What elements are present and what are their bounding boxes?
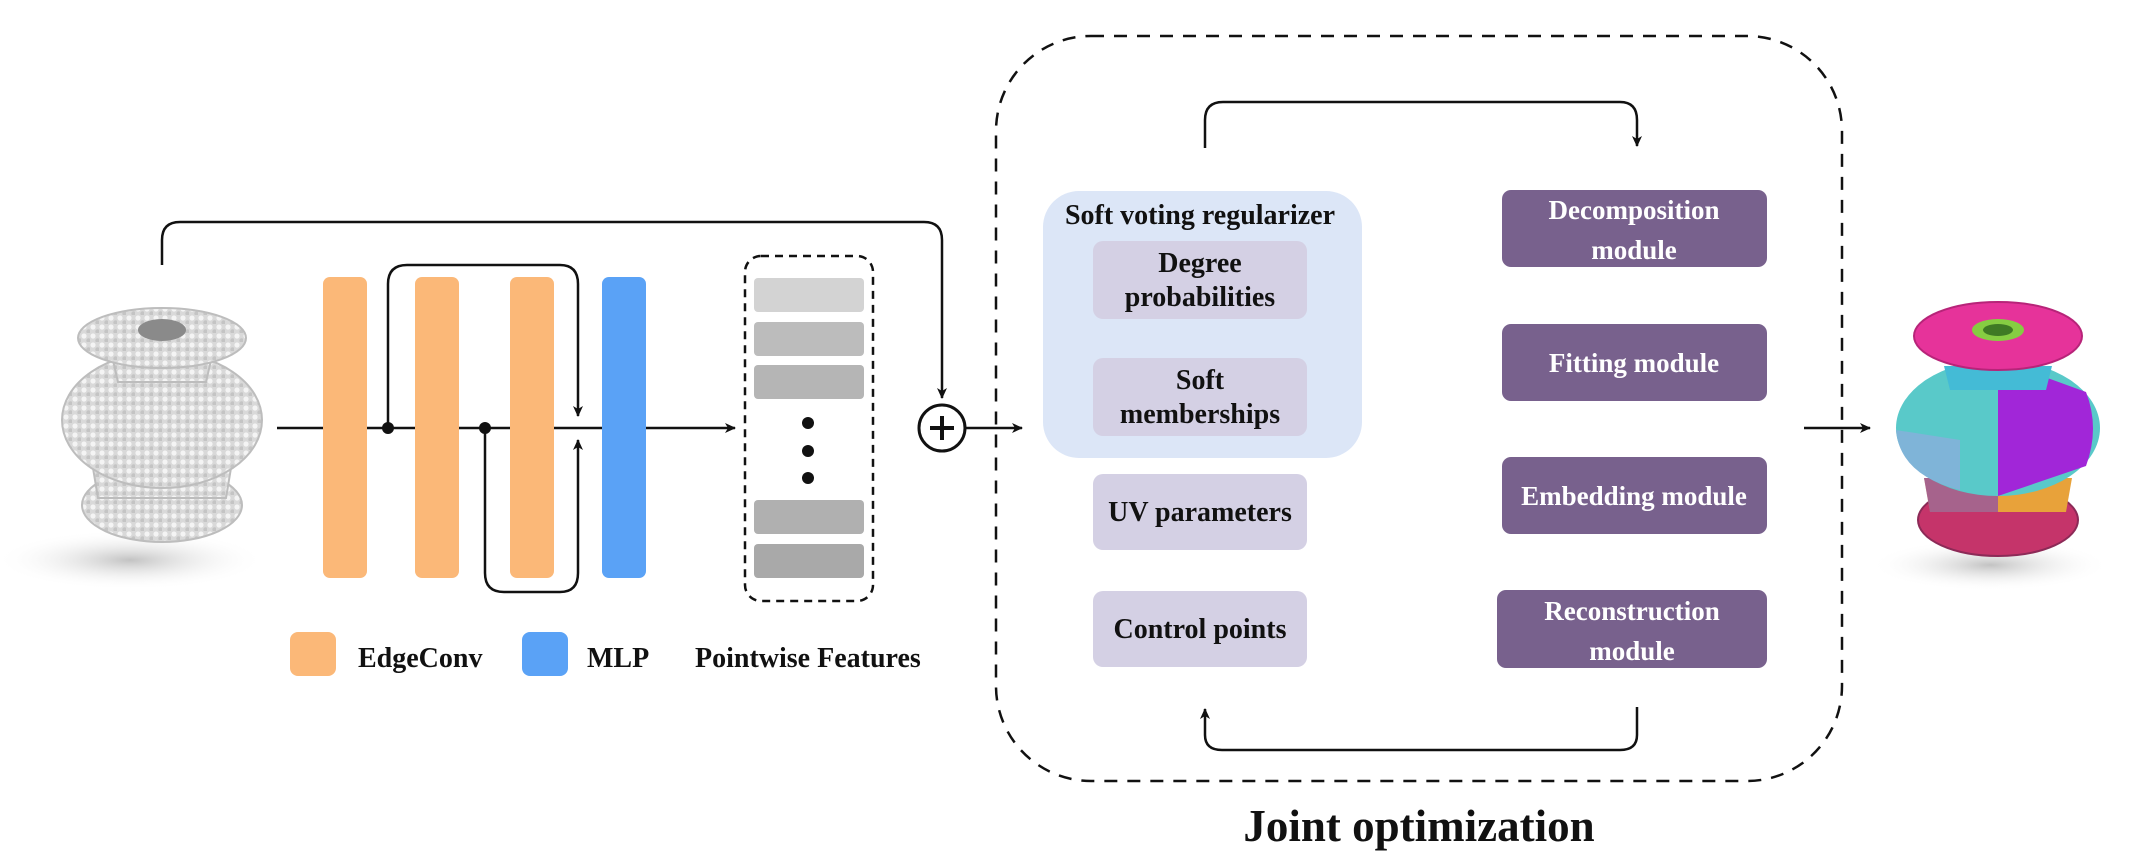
degree-probabilities-box: [1093, 241, 1307, 319]
soft-memberships-line-1: Soft: [1176, 365, 1225, 396]
uv-parameters-box: [1093, 474, 1307, 550]
soft-memberships-box: [1093, 358, 1307, 436]
junction-dot-1: [382, 422, 394, 434]
degree-probabilities-line-1: Degree: [1158, 248, 1241, 279]
top-cycle-arrow: [1203, 100, 1642, 148]
input-point-cloud-icon: [0, 307, 265, 590]
bottom-cycle-arrow: [1200, 707, 1639, 752]
encoder-connections: [160, 220, 1023, 594]
embedding-module-box: [1502, 457, 1767, 534]
feature-row-1: [754, 278, 864, 312]
feature-row-3: [754, 365, 864, 399]
reconstruction-module-line-2: module: [1589, 636, 1675, 666]
reconstruction-module-line-1: Reconstruction: [1544, 596, 1719, 626]
junction-dot-2: [479, 422, 491, 434]
edgeconv-block-1: [323, 277, 367, 578]
skip-connection-lower: [483, 428, 583, 594]
feature-row-2: [754, 322, 864, 356]
ellipsis-dot-2: [802, 445, 814, 457]
edgeconv-block-3: [510, 277, 554, 578]
ellipsis-dot-3: [802, 472, 814, 484]
fitting-module-label: Fitting module: [1549, 348, 1719, 378]
circled-plus-icon: [917, 403, 967, 453]
mlp-block: [602, 277, 646, 578]
joint-optimization-border: [994, 34, 1844, 783]
feature-row-4: [754, 500, 864, 534]
features-dashed-border: [743, 254, 875, 603]
control-points-label: Control points: [1114, 614, 1287, 645]
pointwise-features-stack: [743, 254, 875, 603]
ellipsis-dot-1: [802, 417, 814, 429]
soft-voting-title: Soft voting regularizer: [1065, 200, 1335, 231]
skip-connection-upper: [386, 263, 583, 428]
edgeconv-block-2: [415, 277, 459, 578]
degree-probabilities-line-2: probabilities: [1125, 282, 1276, 313]
soft-memberships-line-2: memberships: [1120, 399, 1280, 430]
legend-edgeconv-label: EdgeConv: [358, 643, 482, 674]
decomposition-module-box: [1502, 190, 1767, 267]
legend-edgeconv-swatch: [290, 632, 336, 676]
legend-mlp-label: MLP: [587, 643, 649, 674]
output-point-cloud-icon: [1870, 301, 2110, 591]
feature-row-5: [754, 544, 864, 578]
embedding-module-label: Embedding module: [1521, 481, 1747, 511]
decomposition-module-line-1: Decomposition: [1549, 195, 1720, 225]
legend-mlp-swatch: [522, 632, 568, 676]
global-skip-line: [160, 220, 947, 399]
control-points-box: [1093, 591, 1307, 667]
reconstruction-module-box: [1497, 590, 1767, 668]
fitting-module-box: [1502, 324, 1767, 401]
legend-pointwise-label: Pointwise Features: [695, 643, 921, 674]
joint-optimization-title: Joint optimization: [1243, 801, 1594, 851]
uv-parameters-label: UV parameters: [1108, 497, 1292, 528]
decomposition-module-line-2: module: [1591, 235, 1677, 265]
